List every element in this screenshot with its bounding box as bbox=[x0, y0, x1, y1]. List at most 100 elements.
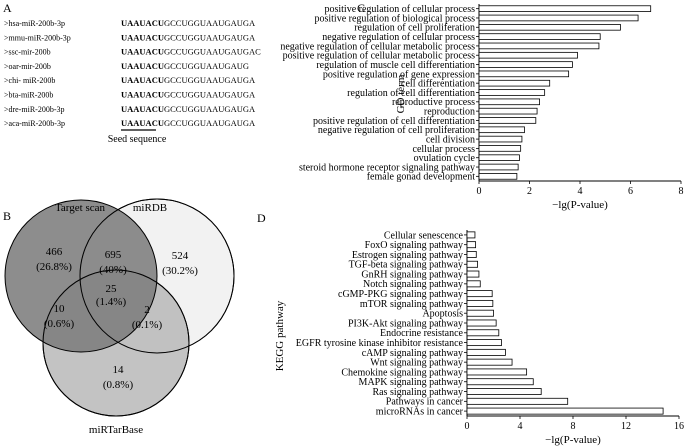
sequence-remainder: GCCUGGUAAUGAUG bbox=[164, 61, 249, 71]
venn-label-mirdb: miRDB bbox=[133, 202, 167, 214]
sequence-remainder: GCCUGGUAAUGAUGA bbox=[164, 75, 256, 85]
category-label: ovulation cycle bbox=[414, 153, 476, 164]
bar bbox=[478, 33, 601, 40]
seed-region: UAAUACU bbox=[121, 118, 164, 128]
venn-percent-target-tarbase: (0.6%) bbox=[44, 318, 75, 330]
venn-percent-mirdb-tarbase: (0.1%) bbox=[132, 319, 163, 331]
bar bbox=[478, 24, 621, 31]
bar bbox=[466, 407, 664, 415]
bar bbox=[478, 14, 639, 22]
panel-d-label: D bbox=[257, 211, 266, 225]
bar bbox=[478, 145, 522, 152]
bar bbox=[466, 378, 534, 386]
bar bbox=[466, 329, 500, 337]
category-label: positive regulation of cellular process bbox=[324, 4, 475, 15]
category-label: cGMP-PKG signaling pathway bbox=[338, 289, 463, 300]
bar bbox=[466, 309, 494, 317]
x-tick-label: 2 bbox=[527, 186, 532, 197]
venn-percent-all-three: (1.4%) bbox=[96, 296, 127, 308]
sequence-remainder: GCCUGGUAAUGAUGA bbox=[164, 18, 256, 28]
seed-sequence-label: Seed sequence bbox=[108, 134, 167, 145]
venn-circle-target-scan bbox=[4, 199, 158, 353]
category-label: regulation of cell proliferation bbox=[354, 23, 475, 34]
category-label: positive regulation of cellular metaboli… bbox=[283, 51, 476, 62]
kegg-y-axis-title: KEGG pathway bbox=[274, 300, 286, 371]
category-label: Notch signaling pathway bbox=[363, 279, 463, 290]
mirna-sequence: UAAUACUGCCUGGUAAUGAUGA bbox=[121, 104, 256, 114]
x-axis-title: −lg(P-value) bbox=[545, 434, 601, 446]
seed-region: UAAUACU bbox=[121, 104, 164, 114]
bar bbox=[478, 126, 525, 134]
mirna-sequence: UAAUACUGCCUGGUAAUGAUGA bbox=[121, 118, 256, 128]
mirna-sequence: UAAUACUGCCUGGUAAUGAUGA bbox=[121, 90, 256, 100]
category-label: Estrogen signaling pathway bbox=[352, 250, 463, 261]
mirna-name: >hsa-miR-200b-3p bbox=[4, 19, 65, 28]
mirna-name: >bta-miR-200b bbox=[4, 91, 53, 100]
mirna-name: >dre-miR-200b-3p bbox=[4, 105, 65, 114]
bar bbox=[478, 5, 652, 12]
bar bbox=[478, 70, 570, 78]
x-tick-label: 12 bbox=[621, 421, 631, 432]
x-tick-label: 8 bbox=[679, 186, 684, 197]
category-label: cellular process bbox=[413, 144, 476, 155]
bar bbox=[478, 154, 520, 161]
bar bbox=[478, 42, 600, 50]
category-label: mTOR signaling pathway bbox=[360, 299, 463, 310]
bar bbox=[466, 339, 502, 347]
seed-region: UAAUACU bbox=[121, 47, 164, 57]
category-label: microRNAs in cancer bbox=[376, 407, 464, 418]
bar bbox=[478, 89, 546, 96]
category-label: EGFR tyrosine kinase inhibitor resistanc… bbox=[296, 338, 464, 349]
sequence-remainder: GCCUGGUAAUGAUGAC bbox=[164, 47, 261, 57]
sequence-remainder: GCCUGGUAAUGAUGA bbox=[164, 32, 256, 42]
bar bbox=[466, 231, 476, 239]
panel-c: C GO term positive regulation of cellula… bbox=[280, 1, 683, 211]
go-chart: positive regulation of cellular processp… bbox=[280, 4, 684, 211]
mirna-sequence: UAAUACUGCCUGGUAAUGAUG bbox=[121, 61, 249, 71]
venn-count-target-tarbase: 10 bbox=[54, 303, 66, 315]
venn-percent-mirtarbase-only: (0.8%) bbox=[103, 379, 134, 391]
bar bbox=[478, 79, 551, 87]
x-tick-label: 6 bbox=[628, 186, 633, 197]
category-label: Cellular senescence bbox=[384, 230, 464, 241]
x-tick-label: 0 bbox=[477, 186, 482, 197]
venn-count-target-only: 466 bbox=[46, 246, 63, 258]
panel-b: B Target scan miRDB miRTarBase 466 (26.8… bbox=[3, 198, 235, 436]
x-tick-label: 4 bbox=[518, 421, 523, 432]
venn-count-mirdb-only: 524 bbox=[172, 250, 189, 262]
bar bbox=[478, 135, 523, 143]
category-label: PI3K-Akt signaling pathway bbox=[348, 318, 463, 329]
bar bbox=[466, 319, 497, 327]
bar bbox=[478, 51, 578, 59]
bar bbox=[478, 107, 538, 115]
seed-region: UAAUACU bbox=[121, 18, 164, 28]
category-label: regulation of muscle cell differentiatio… bbox=[316, 60, 475, 71]
sequence-remainder: GCCUGGUAAUGAUGA bbox=[164, 118, 256, 128]
category-label: Ras signaling pathway bbox=[372, 387, 463, 398]
bar bbox=[466, 251, 477, 258]
bar bbox=[466, 280, 481, 288]
category-label: Endocrine resistance bbox=[380, 328, 464, 339]
category-label: TGF-beta signaling pathway bbox=[349, 260, 463, 271]
category-label: negative regulation of cellular metaboli… bbox=[280, 41, 475, 52]
venn-count-mirdb-tarbase: 2 bbox=[144, 304, 150, 316]
mirna-name: >oar-mir-200b bbox=[4, 62, 51, 71]
mirna-sequence: UAAUACUGCCUGGUAAUGAUGAC bbox=[121, 47, 261, 57]
category-label: negative regulation of cellular process bbox=[322, 32, 475, 43]
category-label: Apoptosis bbox=[422, 309, 463, 320]
bar bbox=[466, 388, 542, 395]
venn-percent-target-mirdb: (40%) bbox=[99, 264, 127, 276]
bar bbox=[478, 117, 537, 124]
category-label: negative regulation of cell proliferatio… bbox=[318, 125, 475, 136]
category-label: positive regulation of biological proces… bbox=[314, 13, 475, 24]
bar bbox=[466, 368, 528, 376]
venn-count-all-three: 25 bbox=[106, 283, 118, 295]
mirna-sequence: UAAUACUGCCUGGUAAUGAUGA bbox=[121, 32, 256, 42]
venn-label-mirtarbase: miRTarBase bbox=[89, 424, 143, 436]
venn-label-target-scan: Target scan bbox=[55, 202, 106, 214]
panel-b-label: B bbox=[3, 209, 11, 223]
bar bbox=[466, 358, 513, 366]
bar bbox=[466, 241, 477, 249]
